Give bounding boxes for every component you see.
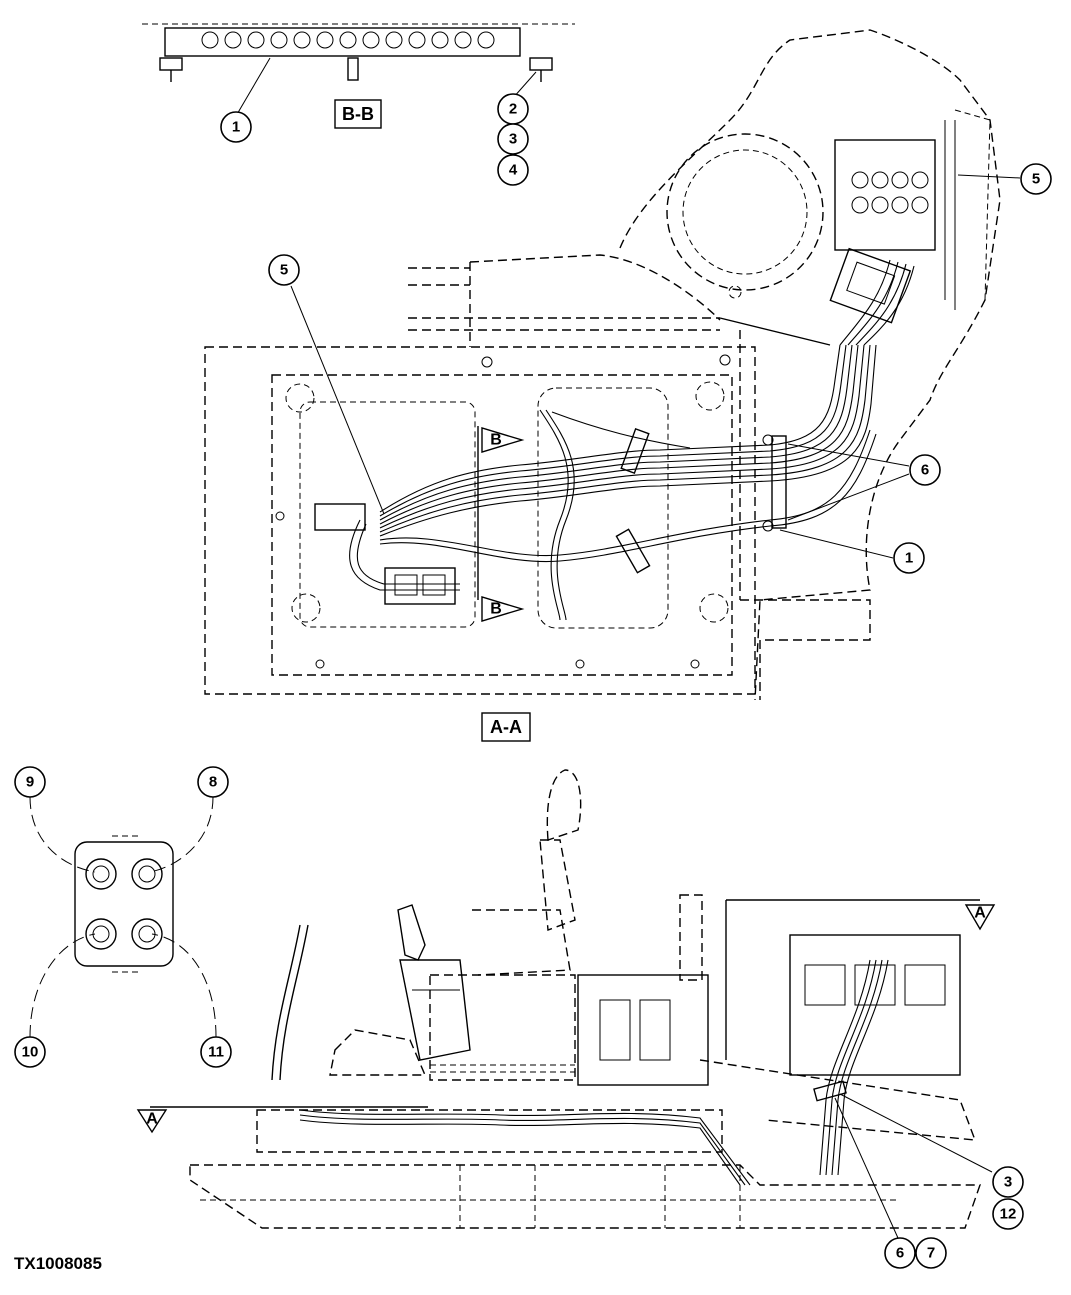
section-b-arrow-bottom: B bbox=[481, 596, 525, 622]
figure-id: TX1008085 bbox=[14, 1254, 102, 1273]
svg-text:1: 1 bbox=[905, 550, 913, 567]
svg-text:B: B bbox=[490, 601, 502, 618]
callout-side-12: 12 bbox=[992, 1198, 1024, 1230]
svg-text:A: A bbox=[974, 905, 986, 922]
section-aa-label-box bbox=[481, 712, 531, 742]
callout-conn-11: 11 bbox=[200, 1036, 232, 1068]
callout-conn-10: 10 bbox=[14, 1036, 46, 1068]
svg-text:6: 6 bbox=[921, 462, 929, 479]
connector-holes bbox=[201, 31, 495, 49]
side-view: A A bbox=[136, 769, 996, 1239]
callout-side-6: 6 bbox=[884, 1237, 916, 1269]
svg-text:8: 8 bbox=[209, 774, 217, 791]
side-view-harness bbox=[299, 959, 889, 1186]
callout-aa-5-left: 5 bbox=[268, 254, 300, 286]
section-bb-detail: B-B bbox=[142, 23, 575, 129]
section-bb-label: B-B bbox=[342, 104, 374, 124]
mounting-studs bbox=[159, 57, 553, 82]
control-joystick bbox=[397, 904, 471, 1061]
svg-text:9: 9 bbox=[26, 774, 34, 791]
section-a-arrow-right bbox=[964, 904, 996, 931]
svg-text:6: 6 bbox=[896, 1245, 904, 1262]
control-valve-assembly bbox=[829, 109, 991, 324]
svg-text:5: 5 bbox=[280, 262, 288, 279]
section-aa-detail: B B A-A bbox=[204, 29, 1021, 742]
section-a-arrow-left bbox=[136, 1109, 168, 1134]
inner-plate-outline bbox=[271, 374, 733, 676]
svg-text:A: A bbox=[146, 1111, 158, 1128]
operator-seat bbox=[429, 769, 582, 1081]
svg-text:3: 3 bbox=[1004, 1174, 1012, 1191]
callout-conn-9: 9 bbox=[14, 766, 46, 798]
svg-text:5: 5 bbox=[1032, 171, 1040, 188]
wiring-harness-bundle bbox=[349, 259, 915, 621]
svg-text:11: 11 bbox=[208, 1044, 224, 1061]
callout-bb-4: 4 bbox=[497, 154, 529, 186]
callout-side-7: 7 bbox=[915, 1237, 947, 1269]
callout-aa-5-right: 5 bbox=[1020, 163, 1052, 195]
connector-pin-detail bbox=[29, 796, 217, 1038]
callout-bb-1: 1 bbox=[220, 111, 252, 143]
svg-text:2: 2 bbox=[509, 101, 517, 118]
harness-connector bbox=[314, 503, 366, 531]
svg-text:12: 12 bbox=[1000, 1206, 1017, 1223]
callout-side-3: 3 bbox=[992, 1166, 1024, 1198]
pilot-control-valve bbox=[577, 894, 709, 1086]
svg-text:4: 4 bbox=[509, 162, 518, 179]
section-aa-label: A-A bbox=[490, 717, 522, 737]
svg-text:1: 1 bbox=[232, 119, 240, 136]
floor-plate-outline bbox=[204, 346, 756, 695]
section-bb-label-box bbox=[334, 99, 382, 129]
callout-conn-8: 8 bbox=[197, 766, 229, 798]
callout-aa-1: 1 bbox=[893, 542, 925, 574]
section-b-arrow-top: B bbox=[477, 426, 525, 600]
callout-bb-2: 2 bbox=[497, 93, 529, 125]
svg-text:10: 10 bbox=[22, 1044, 39, 1061]
connector-pins bbox=[85, 858, 163, 950]
svg-text:7: 7 bbox=[927, 1245, 935, 1262]
callout-aa-6: 6 bbox=[909, 454, 941, 486]
control-module bbox=[384, 567, 456, 605]
svg-text:3: 3 bbox=[509, 131, 517, 148]
svg-text:B: B bbox=[490, 432, 502, 449]
callout-bb-3: 3 bbox=[497, 123, 529, 155]
harness-clamp-bracket bbox=[771, 435, 787, 529]
